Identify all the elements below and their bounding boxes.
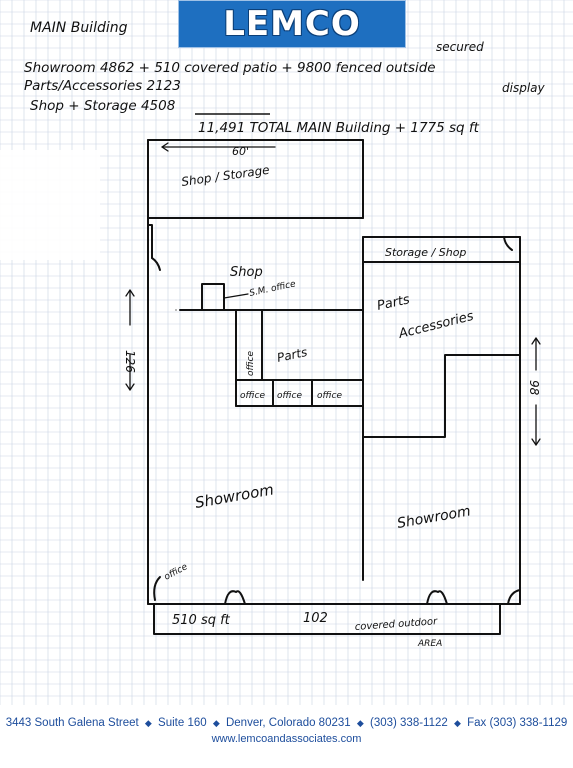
label-covered-area-1: covered outdoor [354,616,438,633]
covered-patio [153,603,501,635]
door-swing-storage [503,236,513,251]
diamond-icon: ◆ [144,718,152,728]
label-covered-area-2: AREA [417,639,442,649]
label-depth-126: 126 [123,350,137,373]
label-patio-length: 102 [303,611,328,626]
footer-fax: Fax (303) 338-1129 [467,717,568,729]
sm-office-box [201,283,225,311]
label-office-3: office [317,391,342,401]
label-parts-accessories-1: Parts [376,292,412,314]
note-parts-area: Parts/Accessories 2123 [24,78,181,94]
title-main-building: MAIN Building [30,20,128,36]
footer-street: 3443 South Galena Street [5,717,139,729]
label-depth-98: 98 [527,380,541,396]
label-showroom-left: Showroom [194,480,276,512]
label-shop-storage: Shop / Storage [180,163,270,189]
lemco-logo: LEMCO [178,0,406,48]
paper-smudge [0,150,100,260]
sm-office-pointer [223,293,249,299]
double-door-right [426,590,448,605]
dim-width-arrow [161,142,169,152]
footer-city: Denver, Colorado 80231 [225,717,351,729]
dim-right-arrow-top [531,337,541,345]
footer-suite: Suite 160 [158,717,207,729]
diamond-icon: ◆ [212,718,220,728]
diamond-icon: ◆ [453,718,461,728]
label-office-vertical: office [246,351,256,376]
label-office-2: office [277,391,302,401]
note-secured: secured [436,40,484,54]
note-showroom-area: Showroom 4862 + 510 covered patio + 9800… [24,60,436,76]
diamond-icon: ◆ [356,718,364,728]
door-swing-right [507,589,521,605]
label-parts: Parts [276,345,309,365]
footer-phone: (303) 338-1122 [369,717,448,729]
wall-parts-step [362,354,521,438]
footer-website[interactable]: www.lemcoandassociates.com [211,733,362,745]
dim-right-arrow-bottom [531,438,541,446]
label-showroom-right: Showroom [396,503,472,532]
double-door-left [224,590,246,605]
dim-left-arrow-bottom [125,383,135,391]
label-storage-shop: Storage / Shop [385,246,466,259]
label-width-60: 60' [232,145,249,158]
dim-left-arrow-top [125,289,135,297]
label-office-1: office [240,391,265,401]
note-total: 11,491 TOTAL MAIN Building + 1775 sq ft [198,120,480,136]
label-sm-office: S.M. office [249,279,298,299]
footer-address: 3443 South Galena Street ◆ Suite 160 ◆ D… [0,717,573,729]
label-patio-area: 510 sq ft [172,613,231,628]
door-swing-left [151,257,161,271]
label-shop: Shop [230,265,263,280]
label-office-corner: office [163,562,190,583]
note-shop-storage-area: Shop + Storage 4508 [30,98,175,114]
note-display: display [502,81,546,95]
door-swing-office [153,576,161,601]
door-left-shop [147,224,153,259]
lemco-logo-text: LEMCO [223,4,361,44]
